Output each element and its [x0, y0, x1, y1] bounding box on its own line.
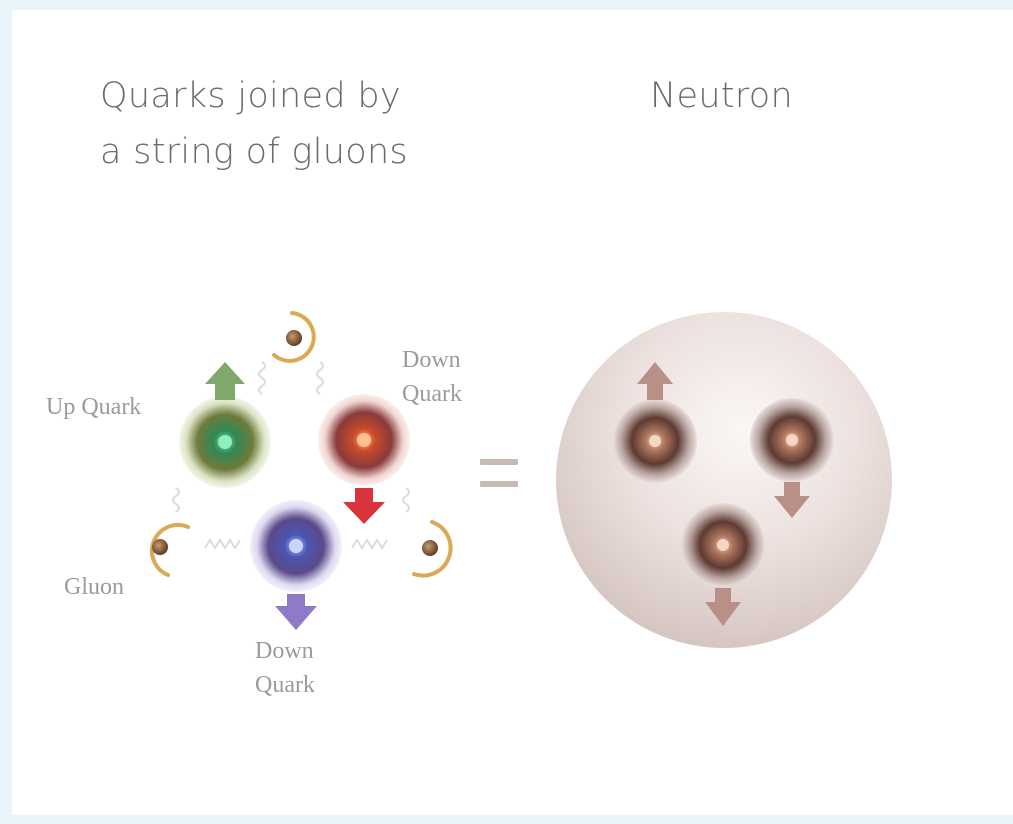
gluon-string-top-left [258, 361, 266, 395]
gluon-string-bottom-left [204, 538, 241, 550]
gluon-right-icon [412, 520, 453, 578]
gluon-strings [172, 361, 410, 550]
label-down-quark-bottom: Down Quark [255, 634, 315, 702]
label-up-quark: Up Quark [46, 394, 142, 420]
gluon-top-icon [272, 311, 316, 363]
label-down-quark-bottom-line-2: Quark [255, 672, 315, 698]
down-arrow-red-icon [343, 488, 385, 524]
label-down-quark-right: Down Quark [402, 343, 462, 411]
neutron-sphere [556, 312, 892, 648]
gluon-string-bottom-right [351, 538, 388, 550]
down-quark-blue-icon [250, 500, 342, 630]
gluon-string-right [402, 487, 410, 513]
gluon-string-left [172, 487, 180, 513]
label-down-quark-right-line-1: Down [402, 347, 461, 373]
title-left-line-1: Quarks joined by [100, 76, 401, 116]
label-down-quark-bottom-line-1: Down [255, 638, 314, 664]
diagram-title-right: Neutron [650, 76, 793, 116]
diagram-title-left: Quarks joined by a string of gluons [100, 68, 408, 180]
neutron-quark-right-icon [750, 398, 834, 518]
gluon-string-top-right [316, 361, 324, 395]
down-quark-red-icon [318, 394, 410, 524]
equals-sign [480, 459, 518, 487]
up-quark-icon [179, 362, 271, 488]
title-left-line-2: a string of gluons [100, 132, 408, 172]
neutron-quark-bottom-icon [681, 503, 765, 626]
neutron-quark-left-icon [613, 362, 697, 483]
label-gluon: Gluon [64, 574, 124, 600]
gluon-left-icon [150, 523, 190, 577]
down-arrow-blue-icon [275, 594, 317, 630]
up-arrow-icon [205, 362, 245, 400]
label-down-quark-right-line-2: Quark [402, 381, 462, 407]
